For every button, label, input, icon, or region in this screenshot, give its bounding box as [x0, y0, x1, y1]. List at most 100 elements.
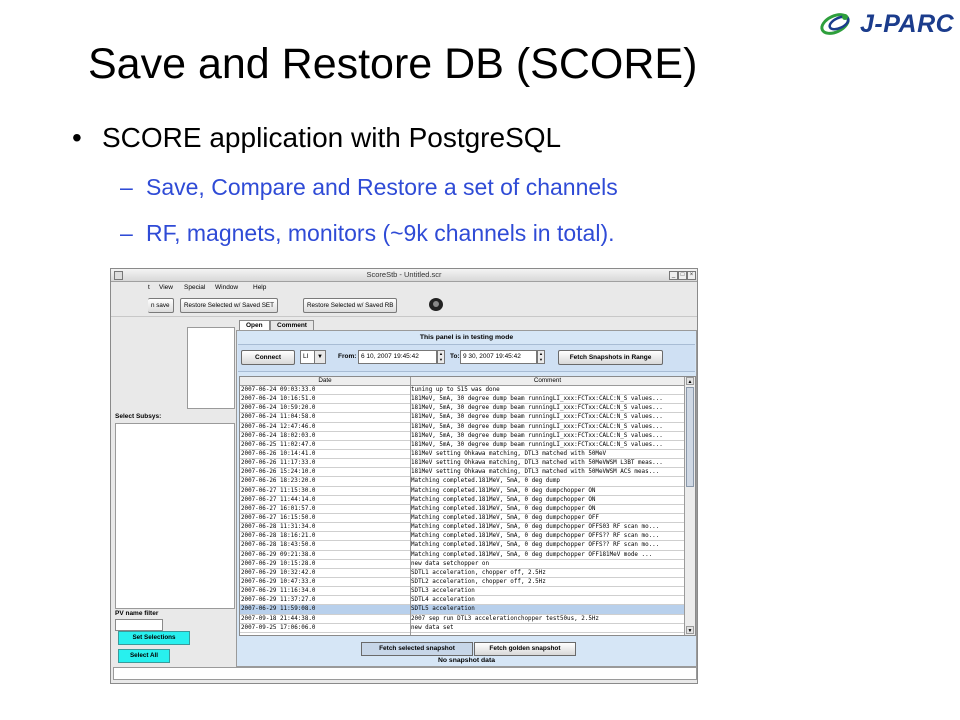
cell-comment: Matching completed.181MeV, 5mA, 0 deg du… — [411, 496, 596, 503]
chevron-down-icon[interactable]: ▼ — [314, 350, 326, 364]
cell-date: 2007-06-26 11:17:33.0 — [241, 460, 316, 467]
cell-comment: 181MeV, 5mA, 30 degree dump beam running… — [411, 441, 663, 448]
select-all-button[interactable]: Select All — [118, 649, 170, 663]
column-header-comment[interactable]: Comment — [533, 377, 562, 384]
cell-date: 2007-06-24 10:59:20.0 — [241, 405, 316, 412]
cell-date: 2007-06-27 16:15:50.0 — [241, 514, 316, 521]
set-selections-button[interactable]: Set Selections — [118, 631, 190, 645]
open-panel: This panel is in testing mode Connect LI… — [236, 330, 697, 667]
restore-saved-set-button[interactable]: Restore Selected w/ Saved SET — [180, 298, 278, 313]
menu-file[interactable]: t — [148, 284, 150, 291]
table-row[interactable]: 2007-06-24 18:02:03.0 181MeV, 5mA, 30 deg… — [240, 432, 684, 441]
sub-bullet-2: –RF, magnets, monitors (~9k channels in … — [120, 220, 615, 247]
cell-comment: 181MeV, 5mA, 30 degree dump beam running… — [411, 423, 663, 430]
connect-button[interactable]: Connect — [241, 350, 295, 365]
restore-saved-rb-button[interactable]: Restore Selected w/ Saved RB — [303, 298, 398, 313]
from-spinner[interactable]: ▲▼ — [437, 350, 445, 364]
camera-icon[interactable] — [429, 298, 443, 311]
cell-date: 2007-06-29 10:32:42.0 — [241, 569, 316, 576]
cell-date: 2007-06-28 18:43:50.0 — [241, 542, 316, 549]
fetch-golden-button[interactable]: Fetch golden snapshot — [474, 642, 576, 656]
minimize-icon[interactable]: _ — [669, 271, 678, 280]
save-button[interactable]: n save — [148, 298, 174, 313]
cell-date: 2007-06-24 10:16:51.0 — [241, 396, 316, 403]
column-header-date[interactable]: Date — [318, 377, 332, 384]
from-date-field[interactable]: 6 10, 2007 19:45:42 — [358, 350, 437, 364]
slide-title: Save and Restore DB (SCORE) — [88, 40, 698, 88]
vertical-scrollbar[interactable]: ▲ ▼ — [684, 377, 695, 635]
scroll-thumb[interactable] — [686, 387, 694, 487]
menu-special[interactable]: Special — [184, 284, 206, 291]
cell-comment: 181MeV, 5mA, 30 degree dump beam running… — [411, 432, 663, 439]
system-list[interactable] — [187, 327, 235, 409]
snapshot-status: No snapshot data — [437, 657, 496, 664]
window-title: ScoreStb - Untitled.scr — [366, 270, 442, 279]
tab-open[interactable]: Open — [239, 320, 270, 330]
subsys-list[interactable] — [115, 423, 235, 609]
dash-marker: – — [120, 220, 133, 246]
table-row[interactable]: 2007-06-29 11:59:08.0 SDTL5 acceleration — [240, 605, 684, 615]
cell-date: 2007-06-26 15:24:10.0 — [241, 469, 316, 476]
to-date-field[interactable]: 9 30, 2007 19:45:42 — [460, 350, 537, 364]
cell-date: 2007-06-29 11:59:08.0 — [241, 606, 316, 613]
maximize-icon[interactable]: □ — [678, 271, 687, 280]
cell-date: 2007-06-29 10:47:33.0 — [241, 578, 316, 585]
pv-filter-input[interactable] — [115, 619, 163, 631]
window-titlebar[interactable]: ScoreStb - Untitled.scr _ □ × — [111, 269, 697, 282]
fetch-range-button[interactable]: Fetch Snapshots in Range — [558, 350, 663, 365]
bullet-item: •SCORE application with PostgreSQL — [72, 122, 561, 154]
tab-comment[interactable]: Comment — [270, 320, 314, 330]
cell-comment: 181MeV setting Ohkawa matching, DTL3 mat… — [411, 469, 660, 476]
menu-view[interactable]: View — [159, 284, 173, 291]
pv-filter-label: PV name filter — [115, 610, 159, 617]
bullet-dot: • — [72, 122, 82, 153]
cell-date: 2007-06-29 09:21:38.0 — [241, 551, 316, 558]
cell-date: 2007-09-18 21:44:38.0 — [241, 615, 316, 622]
menu-window[interactable]: Window — [215, 284, 239, 291]
cell-comment: 181MeV setting Ohkawa matching, DTL3 mat… — [411, 450, 607, 457]
cell-date: 2007-06-28 11:31:34.0 — [241, 524, 316, 531]
cell-date: 2007-06-24 09:03:33.0 — [241, 387, 316, 393]
cell-comment: new data set — [411, 624, 454, 631]
table-row[interactable]: 2007-06-26 15:24:10.0 181MeV setting Ohka… — [240, 468, 684, 478]
cell-date: 2007-06-27 16:01:57.0 — [241, 505, 316, 512]
cell-comment: SDTL5 acceleration — [411, 606, 475, 613]
close-icon[interactable]: × — [687, 271, 696, 280]
cell-comment: new data setchopper on — [411, 560, 490, 567]
j-parc-logo-text: J-PARC — [860, 10, 955, 38]
scroll-up-icon[interactable]: ▲ — [686, 377, 694, 385]
fetch-selected-button[interactable]: Fetch selected snapshot — [361, 642, 473, 656]
menu-help[interactable]: Help — [253, 284, 267, 291]
to-spinner[interactable]: ▲▼ — [537, 350, 545, 364]
dash-marker: – — [120, 174, 133, 200]
scroll-down-icon[interactable]: ▼ — [686, 626, 694, 634]
cell-comment: SDTL3 acceleration — [411, 588, 475, 595]
cell-date: 2007-06-24 18:02:03.0 — [241, 432, 316, 439]
